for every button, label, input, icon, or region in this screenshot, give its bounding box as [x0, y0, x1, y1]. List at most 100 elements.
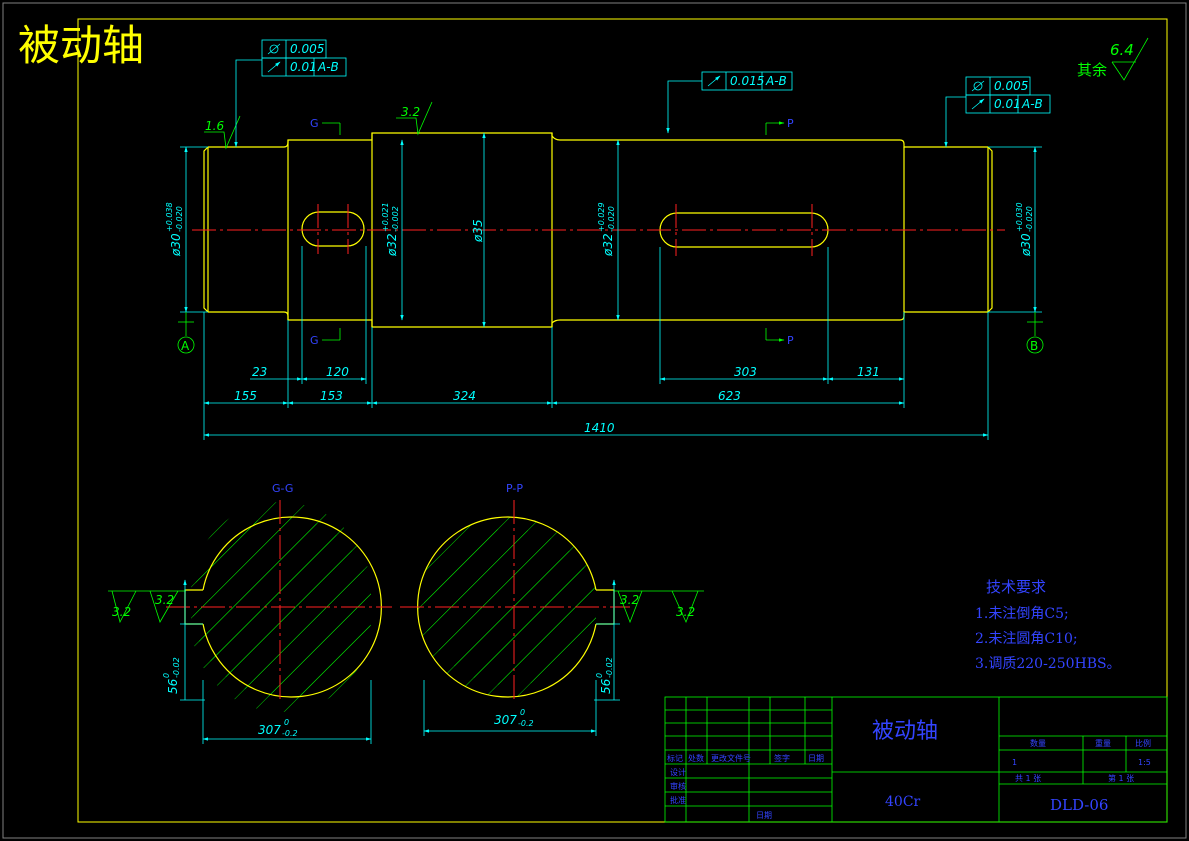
tech-req-item-1: 1.未注倒角C5; [975, 606, 1069, 622]
gg-depth-tol-up: 0 [162, 673, 171, 678]
tb-sheets-total: 共 1 张 [1015, 774, 1041, 783]
dim-d5-up: +0.030 [1015, 202, 1024, 232]
dim-d1: ø30 [169, 233, 183, 257]
tech-req-item-2: 2.未注圆角C10; [975, 631, 1078, 647]
tb-sheet-no: 第 1 张 [1108, 773, 1134, 783]
dim-total: 1410 [584, 421, 615, 435]
pp-depth: 56 [599, 678, 613, 694]
tol-mid-value: 0.015 [730, 74, 764, 88]
gg-width: 307 [258, 723, 281, 737]
tb-quantity: 1 [1012, 758, 1017, 767]
tb-role-design: 设计 [670, 767, 686, 777]
dim-d3: ø35 [471, 219, 485, 243]
pp-width-tol-low: -0.2 [518, 719, 534, 728]
roughness-other-symbol [1111, 37, 1149, 81]
section-cut-g [322, 122, 341, 341]
dim-d2: ø32 [385, 233, 399, 257]
pp-depth-tol-low: -0.02 [605, 657, 614, 678]
section-cut-p [765, 121, 785, 342]
tolerance-frame-middle [666, 71, 793, 134]
dim-l303: 303 [734, 365, 757, 379]
tb-rev-doc: 更改文件号 [711, 753, 751, 763]
gg-roughness-inner: 3.2 [155, 593, 174, 607]
section-mark-p-top: P [787, 117, 794, 130]
tol-right-row2-value: 0.01 [994, 97, 1021, 111]
dim-d1-up: +0.038 [165, 202, 174, 232]
dim-l131: 131 [857, 365, 880, 379]
tb-drawing-no: DLD-06 [1050, 796, 1108, 814]
tech-req-item-3: 3.调质220-250HBS。 [975, 656, 1121, 672]
dim-d5: ø30 [1019, 233, 1033, 257]
datum-b [1026, 312, 1044, 354]
pp-width: 307 [494, 713, 517, 727]
pp-depth-tol-up: 0 [595, 673, 604, 678]
dim-l120: 120 [326, 365, 349, 379]
dim-d2-low: -0.002 [391, 206, 400, 232]
tb-scale: 1:5 [1138, 758, 1151, 767]
section-pp [400, 500, 704, 736]
diameter-dims [180, 132, 1042, 328]
roughness-left-end [204, 115, 241, 150]
section-mark-g-top: G [310, 117, 319, 130]
datum-a [177, 312, 195, 354]
tol-left-row1-value: 0.005 [290, 42, 324, 56]
pp-width-tol-up: 0 [520, 708, 525, 717]
roughness-keyway-value: 3.2 [401, 105, 420, 119]
tol-right-row1-value: 0.005 [994, 79, 1028, 93]
roughness-other-value: 6.4 [1110, 41, 1134, 59]
dim-d2-up: +0.021 [381, 202, 390, 232]
gg-roughness-outer: 3.2 [112, 605, 131, 619]
pp-roughness-inner: 3.2 [620, 593, 639, 607]
tb-rev-date: 日期 [808, 754, 824, 763]
tb-material: 40Cr [885, 794, 921, 810]
dim-d4-low: -0.020 [607, 206, 616, 232]
tb-col-weight: 重量 [1095, 738, 1111, 748]
dim-l324: 324 [453, 389, 476, 403]
gg-depth-tol-low: -0.02 [172, 657, 181, 678]
dim-l23: 23 [252, 365, 267, 379]
section-mark-g-bot: G [310, 334, 319, 347]
tb-rev-count: 处数 [688, 753, 704, 763]
dim-d5-low: -0.020 [1025, 206, 1034, 232]
tb-date-label: 日期 [756, 811, 772, 820]
datum-b-label: B [1030, 339, 1038, 353]
dim-d1-low: -0.020 [175, 206, 184, 232]
dim-l623: 623 [718, 389, 741, 403]
length-dims [203, 246, 989, 440]
tol-left-row2-datum: A-B [317, 60, 339, 74]
drawing-title: 被动轴 [18, 21, 144, 70]
tb-role-approve: 批准 [670, 795, 686, 805]
title-block [664, 696, 1168, 823]
tech-req-heading: 技术要求 [986, 578, 1046, 596]
section-gg-title: G-G [272, 482, 293, 495]
gg-width-tol-low: -0.2 [282, 729, 298, 738]
section-pp-title: P-P [506, 482, 523, 495]
tb-rev-mark: 标记 [667, 753, 683, 763]
roughness-other-label: 其余 [1077, 61, 1107, 79]
tolerance-frame-right [944, 76, 1051, 148]
tol-left-row2-value: 0.01 [290, 60, 317, 74]
tb-part-name: 被动轴 [872, 719, 938, 744]
tb-col-scale: 比例 [1135, 738, 1151, 748]
dim-d4-up: +0.029 [597, 202, 606, 232]
dim-l155: 155 [234, 389, 257, 403]
tb-col-quantity: 数量 [1030, 738, 1046, 748]
roughness-left-end-value: 1.6 [205, 119, 224, 133]
tol-right-row2-datum: A-B [1021, 97, 1043, 111]
drawing-frame [77, 18, 1168, 823]
gg-width-tol-up: 0 [284, 718, 289, 727]
tb-rev-sign: 签字 [774, 753, 790, 763]
tb-role-check: 审核 [670, 781, 686, 791]
gg-depth: 56 [166, 678, 180, 694]
dim-d4: ø32 [601, 233, 615, 257]
dim-l153: 153 [320, 389, 343, 403]
section-gg [108, 500, 392, 744]
pp-roughness-outer: 3.2 [676, 605, 695, 619]
datum-a-label: A [181, 339, 190, 353]
roughness-keyway [396, 101, 433, 136]
section-mark-p-bot: P [787, 334, 794, 347]
tol-mid-datum: A-B [765, 74, 787, 88]
tolerance-frame-left [234, 39, 347, 148]
